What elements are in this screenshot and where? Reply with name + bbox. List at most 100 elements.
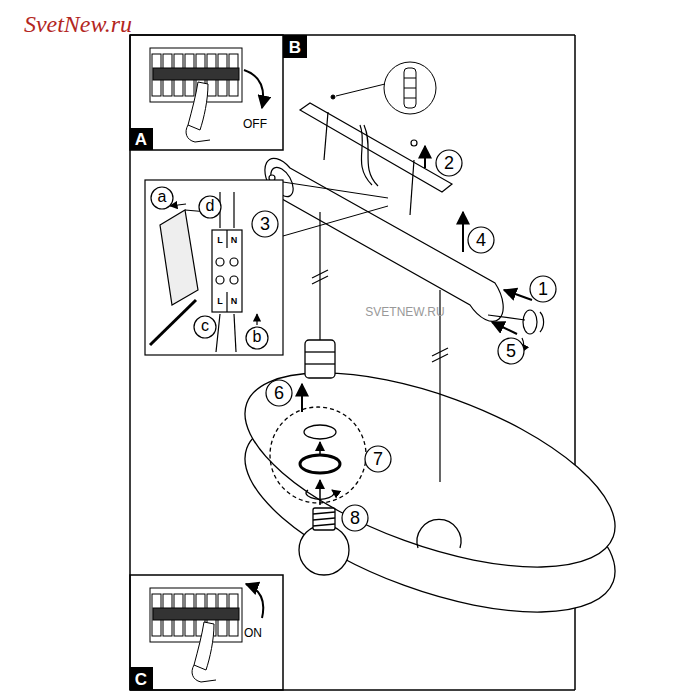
callout-circle — [365, 446, 391, 472]
ceiling-bar — [410, 160, 414, 215]
breaker-off — [188, 82, 208, 130]
cable — [432, 354, 448, 362]
wiring-detail — [226, 292, 227, 312]
socket — [305, 340, 335, 378]
wiring-detail — [145, 180, 283, 355]
bulb — [299, 525, 349, 575]
ceiling-bar — [411, 140, 417, 146]
socket — [270, 407, 366, 503]
anchor-detail — [404, 78, 416, 79]
callout-letter: b — [253, 329, 262, 345]
side-screw — [492, 322, 517, 334]
shade — [221, 333, 639, 652]
breaker-off — [153, 68, 239, 80]
wiring-detail — [233, 192, 234, 228]
callout-circle — [530, 276, 556, 302]
breaker-on — [192, 665, 216, 682]
panel-letter: A — [135, 131, 147, 148]
frame — [130, 575, 283, 690]
canopy — [283, 182, 388, 198]
socket — [319, 480, 321, 505]
callout-letter: a — [158, 189, 167, 205]
wiring-detail — [226, 230, 227, 248]
callout-circle — [199, 196, 221, 218]
watermark: SVETNEW.RU — [365, 306, 444, 318]
breaker-off — [244, 70, 263, 108]
panel-letter-box — [130, 35, 307, 690]
wiring-detail — [160, 210, 198, 305]
breaker-on — [194, 622, 214, 670]
breaker-on — [150, 584, 263, 682]
wiring-detail — [216, 276, 224, 284]
callout-circle — [266, 380, 292, 406]
terminal-mark: L — [217, 297, 223, 306]
bulb — [313, 518, 335, 520]
anchor-detail — [331, 62, 436, 114]
switch-state: OFF — [243, 118, 267, 130]
anchor-detail — [384, 62, 436, 114]
terminal-mark: L — [217, 236, 223, 245]
panel-letter: B — [289, 39, 301, 56]
callout-circle — [498, 338, 524, 364]
bulb — [313, 508, 335, 530]
callout-circle — [468, 227, 494, 253]
callout-circle — [151, 187, 173, 209]
side-screw — [488, 315, 525, 320]
wiring-detail — [216, 258, 224, 266]
canopy — [283, 206, 388, 236]
anchor-detail — [336, 84, 385, 96]
ceiling-bar — [300, 103, 452, 192]
panel-letter-box — [130, 667, 153, 690]
canopy — [265, 158, 503, 321]
side-screw — [540, 312, 544, 332]
breaker-on — [150, 588, 242, 642]
callout-number: 1 — [538, 280, 548, 298]
socket — [319, 442, 321, 456]
callout-number: 7 — [373, 450, 383, 468]
anchor-detail — [404, 68, 416, 108]
socket — [304, 425, 336, 439]
panel-letter-box — [283, 35, 307, 58]
terminal-mark: N — [231, 236, 238, 245]
terminal-mark: N — [231, 297, 238, 306]
cable — [312, 276, 328, 284]
callout-number: 2 — [444, 154, 454, 172]
callout-circle — [252, 211, 278, 237]
watermark: SvetNew.ru — [24, 12, 132, 36]
callout-letter: c — [201, 318, 209, 334]
cable — [319, 212, 320, 340]
bulb — [313, 512, 335, 514]
cable — [439, 290, 440, 482]
socket — [305, 363, 335, 364]
frame — [130, 35, 283, 150]
shade — [221, 333, 639, 607]
anchor-detail — [331, 95, 335, 99]
socket — [270, 340, 366, 505]
callout-number: 5 — [506, 342, 516, 360]
callout-circle — [151, 150, 556, 531]
callout-circle — [342, 505, 368, 531]
wiring-detail — [230, 258, 238, 266]
breaker-off — [186, 125, 210, 142]
canopy — [462, 212, 464, 252]
wiring-detail — [145, 180, 283, 355]
wiring-detail — [170, 204, 186, 206]
wiring-detail — [216, 314, 220, 352]
socket — [301, 384, 303, 412]
ceiling-bar — [360, 125, 372, 185]
switch-state: ON — [244, 627, 262, 639]
ceiling-bar — [364, 125, 378, 186]
callout-letter: d — [206, 198, 215, 214]
callout-number: 6 — [274, 384, 284, 402]
wiring-detail — [212, 230, 242, 312]
shade — [417, 519, 461, 548]
breaker-on — [246, 584, 263, 618]
callout-number: 4 — [476, 231, 486, 249]
socket — [305, 351, 335, 352]
socket — [300, 455, 340, 473]
wiring-detail — [234, 314, 236, 352]
wiring-detail — [150, 300, 196, 345]
breaker-on — [153, 608, 239, 620]
